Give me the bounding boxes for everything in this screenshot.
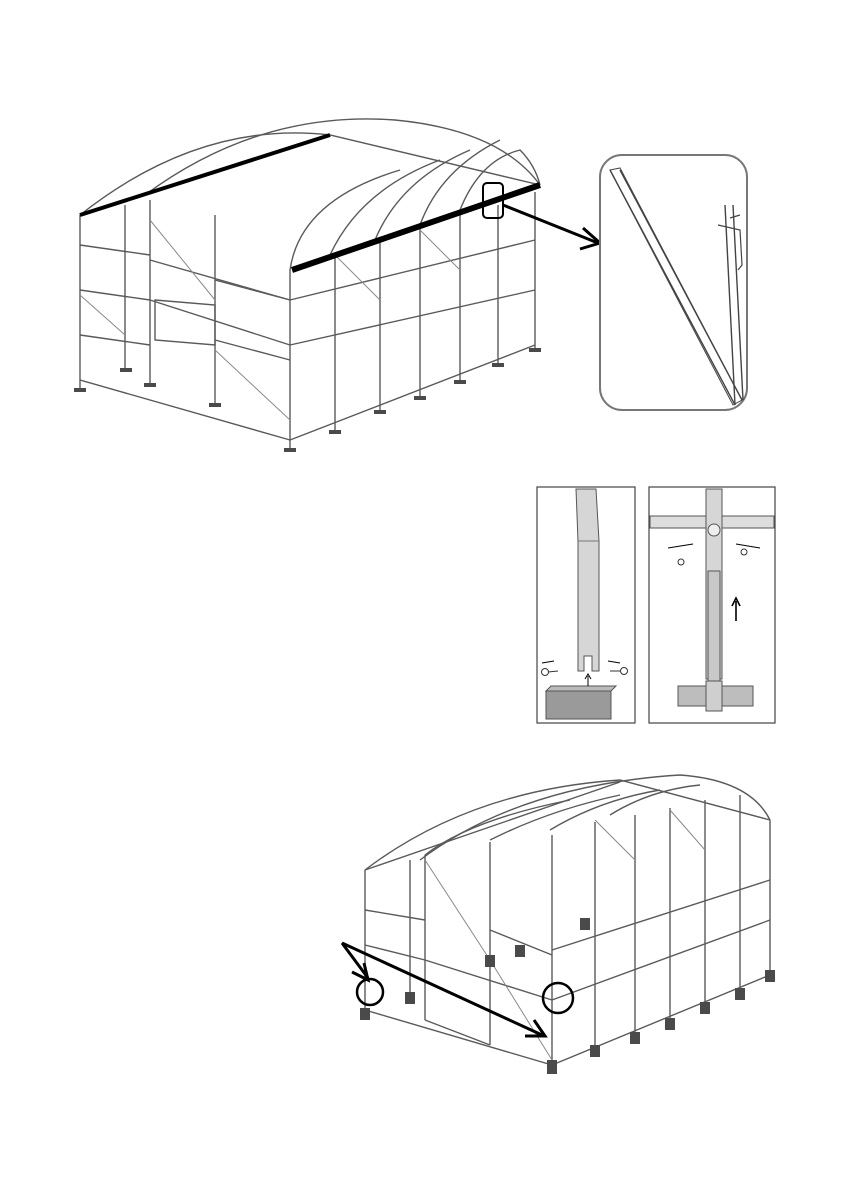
frame-feet bbox=[74, 348, 541, 452]
greenhouse-frame-drawing bbox=[74, 119, 541, 452]
post-assembly-panel bbox=[648, 486, 776, 724]
ground-anchor-block bbox=[546, 691, 611, 719]
circled-corner-left bbox=[357, 979, 383, 1005]
greenhouse-frame-figure-top bbox=[0, 0, 843, 470]
pointer-arrows bbox=[342, 943, 545, 1036]
post-insertion-panel bbox=[536, 486, 636, 724]
greenhouse-frame-drawing-bottom bbox=[360, 775, 775, 1074]
detail-callout-box bbox=[600, 155, 747, 410]
greenhouse-frame-figure-bottom bbox=[320, 760, 790, 1090]
callout-arrow-line bbox=[503, 205, 598, 243]
post-tube bbox=[576, 489, 599, 671]
